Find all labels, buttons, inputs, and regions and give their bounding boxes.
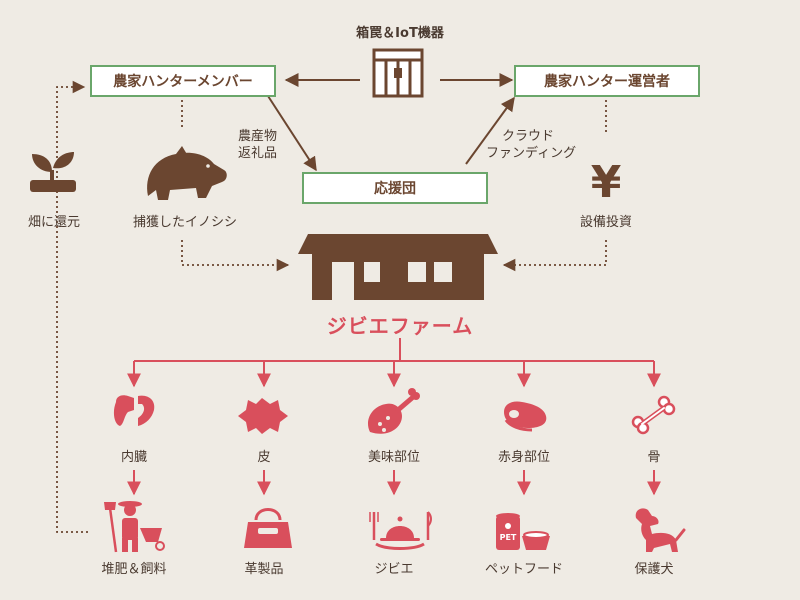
returns-line-2: 返礼品 [238,146,278,161]
hide-icon [238,398,288,434]
product-label: 堆肥＆飼料 [101,562,167,577]
crowdfunding-label: クラウド ファンディング [486,128,576,162]
operators-box: 農家ハンター運営者 [514,65,700,97]
trap-iot-label: 箱罠＆IoT機器 [356,26,444,41]
boar-label: 捕獲したイノシシ [132,215,238,230]
dog-icon [635,508,686,552]
investment-label: 設備投資 [579,215,633,230]
arrow-supporters-to-operators [465,96,515,165]
product-label: ジビエ [374,562,414,577]
dining-icon [369,511,432,550]
part-label: 美味部位 [367,450,421,465]
arrow-members-to-supporters [267,95,317,172]
pet-can-label: PET [500,533,517,542]
farmer-icon [104,501,165,553]
boar-icon [147,146,227,200]
crowdfunding-line-2: ファンディング [486,146,577,161]
members-box: 農家ハンターメンバー [90,65,276,97]
yen-icon: ¥ [591,157,622,208]
part-label: 内臓 [120,450,148,465]
steak-icon [504,401,547,432]
handbag-icon [244,508,292,548]
product-label: ペットフード [484,562,564,577]
sprout-icon [30,152,76,192]
meat-leg-icon [367,388,420,434]
crowdfunding-line-1: クラウド [502,129,555,144]
bone-icon [631,395,676,435]
trap-icon [372,48,424,98]
product-label: 保護犬 [634,562,674,577]
farm-title: ジビエファーム [326,314,474,338]
svg-text:¥: ¥ [591,157,622,208]
arrow-boar-to-farm [181,240,290,272]
returns-label: 農産物 返礼品 [238,128,277,162]
part-label: 赤身部位 [497,450,551,465]
part-label: 骨 [647,450,661,465]
petfood-icon: PET [496,513,550,550]
supporters-box: 応援団 [302,172,488,204]
field-label: 畑に還元 [27,215,81,230]
organ-icon [113,395,155,426]
product-label: 革製品 [244,562,284,577]
returns-line-1: 農産物 [238,129,278,144]
farm-building-icon [298,234,498,300]
arrow-field-return [56,80,88,533]
part-label: 皮 [257,450,271,465]
arrow-investment-to-farm [502,240,607,272]
